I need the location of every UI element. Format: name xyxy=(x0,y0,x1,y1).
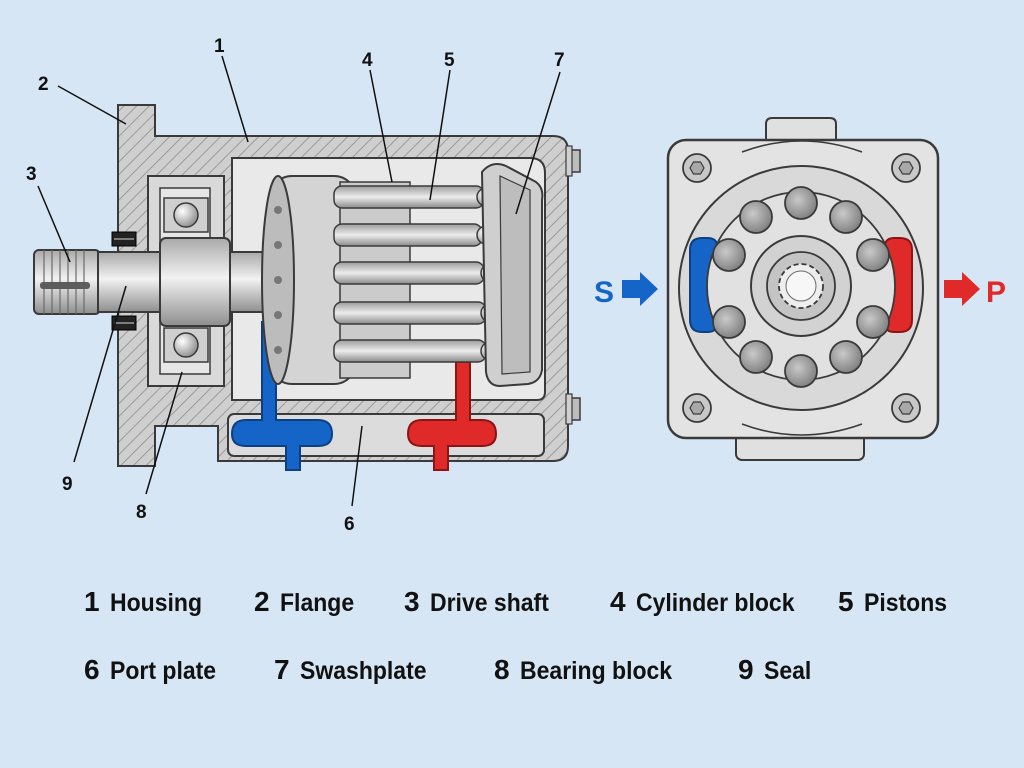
suction-channel xyxy=(230,321,334,471)
callout-2: 2 xyxy=(38,74,49,95)
suction-port-label: S xyxy=(594,276,614,309)
legend-number: 5 xyxy=(838,586,854,617)
legend-item-housing: 1 Housing xyxy=(84,586,210,618)
legend-item-flange: 2 Flange xyxy=(254,586,360,618)
legend-item-cylinder-block: 4 Cylinder block xyxy=(610,586,808,618)
piston-3 xyxy=(333,261,500,285)
pressure-arrow-icon xyxy=(944,272,980,306)
legend-row-1: 1 Housing 2 Flange 3 Drive shaft 4 Cylin… xyxy=(0,586,1024,626)
legend-item-pistons: 5 Pistons xyxy=(838,586,954,618)
housing-bolt-top xyxy=(565,145,581,177)
legend-number: 3 xyxy=(404,586,420,617)
callout-8: 8 xyxy=(136,502,147,523)
legend-item-seal: 9 Seal xyxy=(738,654,815,686)
legend-number: 8 xyxy=(494,654,510,685)
callout-1: 1 xyxy=(214,36,225,57)
legend-item-bearing-block: 8 Bearing block xyxy=(494,654,685,686)
suction-arrow-icon xyxy=(622,272,658,306)
callout-3: 3 xyxy=(26,164,37,185)
legend-number: 7 xyxy=(274,654,290,685)
legend-label: Cylinder block xyxy=(635,589,795,617)
ball-bearing xyxy=(163,197,209,363)
housing-bolt-bottom xyxy=(565,393,581,425)
callout-leaders xyxy=(37,55,561,507)
end-view-corner-bolts xyxy=(682,153,921,423)
legend-label: Bearing block xyxy=(519,657,672,685)
legend-number: 6 xyxy=(84,654,100,685)
callout-4: 4 xyxy=(362,50,373,71)
legend-label: Drive shaft xyxy=(429,589,549,617)
pressure-channel xyxy=(406,361,498,471)
end-view: S P xyxy=(594,117,1006,461)
axial-piston-pump-diagram: 1 2 3 4 5 7 9 8 6 xyxy=(26,36,1006,535)
legend-number: 2 xyxy=(254,586,270,617)
piston-1 xyxy=(333,185,496,209)
callout-6: 6 xyxy=(344,514,355,535)
side-section-view: 1 2 3 4 5 7 9 8 6 xyxy=(26,36,581,535)
pressure-port-label: P xyxy=(986,276,1006,309)
legend-label: Swashplate xyxy=(299,657,427,685)
legend-number: 9 xyxy=(738,654,754,685)
end-view-cylinder-bores xyxy=(712,186,890,388)
shaft-seal xyxy=(111,231,137,331)
piston-2 xyxy=(333,223,496,247)
legend-item-swashplate: 7 Swashplate xyxy=(274,654,437,686)
piston-5 xyxy=(333,339,500,363)
callout-9: 9 xyxy=(62,474,73,495)
swashplate xyxy=(480,163,544,388)
legend-item-port-plate: 6 Port plate xyxy=(84,654,225,686)
legend-label: Flange xyxy=(279,589,354,617)
legend-item-drive-shaft: 3 Drive shaft xyxy=(404,586,559,618)
legend-label: Pistons xyxy=(863,589,947,617)
end-view-splined-hub xyxy=(750,235,852,337)
piston-4 xyxy=(333,301,500,325)
legend-label: Housing xyxy=(109,589,202,617)
legend-number: 1 xyxy=(84,586,100,617)
legend-label: Port plate xyxy=(109,657,216,685)
callout-5: 5 xyxy=(444,50,455,71)
callout-7: 7 xyxy=(554,50,565,71)
drive-shaft xyxy=(33,237,269,327)
legend-label: Seal xyxy=(763,657,811,685)
legend-row-2: 6 Port plate 7 Swashplate 8 Bearing bloc… xyxy=(0,654,1024,694)
legend-number: 4 xyxy=(610,586,626,617)
